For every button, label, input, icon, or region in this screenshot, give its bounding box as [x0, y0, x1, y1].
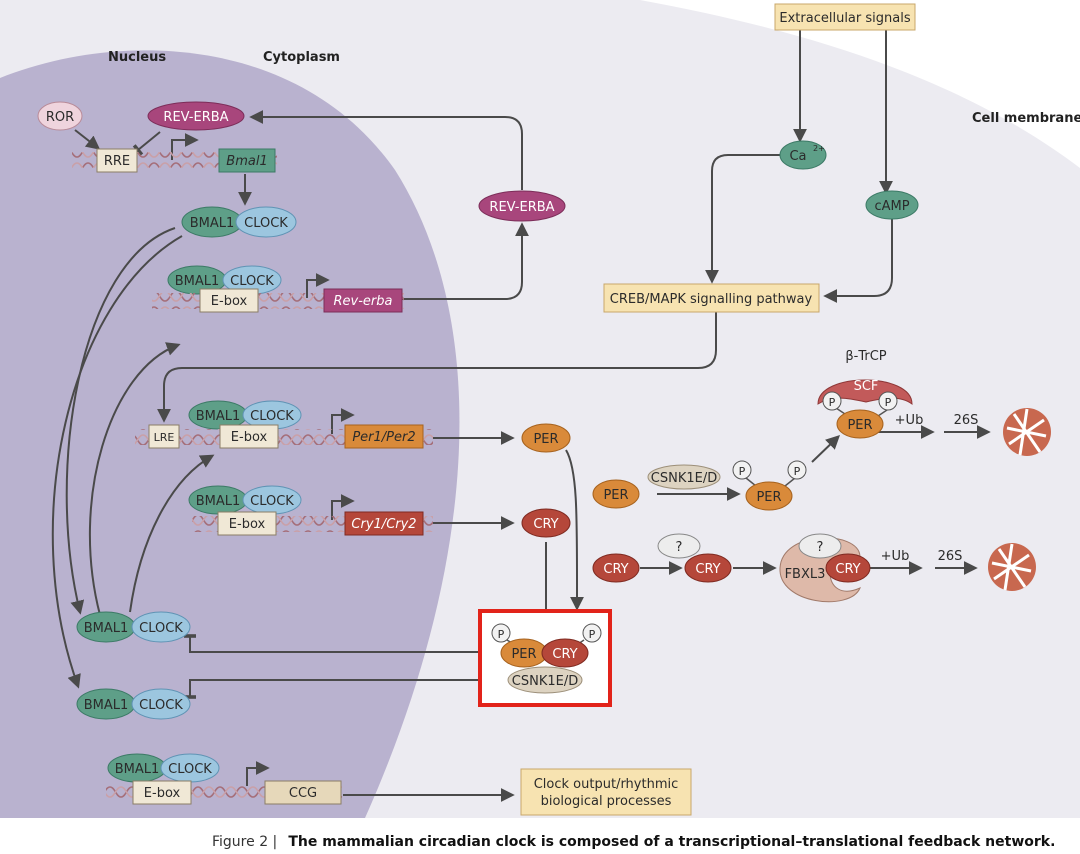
svg-text:LRE: LRE [154, 431, 175, 444]
svg-text:BMAL1: BMAL1 [190, 216, 235, 231]
svg-text:CREB/MAPK signalling pathway: CREB/MAPK signalling pathway [610, 292, 813, 307]
svg-text:RRE: RRE [104, 154, 130, 169]
cry-degradation-pathway: CRY ? CRY FBXL3 ? CRY +Ub 26S [592, 533, 1036, 603]
cell-membrane-label: Cell membrane [972, 111, 1080, 126]
svg-text:BMAL1: BMAL1 [115, 762, 160, 777]
svg-text:CLOCK: CLOCK [244, 216, 288, 231]
rev-erba-gene-row: BMAL1 CLOCK E-box Rev-erba [152, 265, 404, 313]
svg-text:P: P [829, 396, 836, 409]
rev-erba-node-nucleus: REV-ERBA [147, 101, 245, 131]
svg-text:CRY: CRY [533, 517, 558, 532]
bmal1-clock-dimer-3: BMAL1 CLOCK [76, 688, 191, 720]
bmal1-clock-dimer-1: BMAL1 CLOCK [181, 206, 297, 238]
svg-text:E-box: E-box [144, 786, 181, 801]
svg-text:CLOCK: CLOCK [230, 274, 274, 289]
calcium-node: Ca 2+ [779, 140, 827, 170]
ccg-gene-row: BMAL1 CLOCK E-box CCG [106, 753, 342, 805]
svg-text:PER: PER [756, 490, 781, 505]
svg-text:CRY: CRY [695, 562, 720, 577]
svg-text:PER: PER [533, 432, 558, 447]
svg-text:ROR: ROR [46, 110, 74, 125]
svg-text:BMAL1: BMAL1 [84, 698, 129, 713]
svg-text:?: ? [676, 540, 683, 555]
cry-protein: CRY [521, 508, 571, 538]
nucleus-label: Nucleus [108, 50, 166, 65]
bmal1-clock-dimer-2: BMAL1 CLOCK [76, 611, 191, 643]
per-cry-complex: P P PER CRY CSNK1E/D [478, 609, 612, 707]
svg-text:PER: PER [511, 647, 536, 662]
camp-node: cAMP [865, 190, 919, 220]
cry-gene-row: BMAL1 CLOCK E-box Cry1/Cry2 [188, 485, 433, 536]
svg-text:CRY: CRY [552, 647, 577, 662]
svg-text:β-TrCP: β-TrCP [845, 349, 886, 364]
figure-caption: Figure 2 | The mammalian circadian clock… [212, 831, 1055, 850]
per-gene-row: BMAL1 CLOCK LRE E-box Per1/Per2 [135, 400, 433, 449]
svg-text:E-box: E-box [211, 294, 248, 309]
svg-text:BMAL1: BMAL1 [84, 621, 129, 636]
degraded-protein-icon [988, 543, 1036, 591]
svg-text:?: ? [817, 540, 824, 555]
svg-text:Cry1/Cry2: Cry1/Cry2 [351, 517, 416, 532]
svg-text:CSNK1E/D: CSNK1E/D [512, 674, 578, 689]
per-protein: PER [521, 423, 571, 453]
svg-text:CSNK1E/D: CSNK1E/D [651, 471, 717, 486]
per-degradation-pathway: PER CSNK1E/D P P PER β-TrCP SCF P P PER … [592, 349, 1051, 511]
svg-text:+Ub: +Ub [881, 549, 910, 564]
svg-text:E-box: E-box [231, 430, 268, 445]
rev-erba-node-cytoplasm: REV-ERBA [478, 190, 566, 222]
svg-text:2+: 2+ [813, 144, 825, 153]
extracellular-signals-box: Extracellular signals [774, 3, 916, 31]
caption-text: The mammalian circadian clock is compose… [288, 834, 1055, 850]
caption-number: Figure 2 | [212, 834, 277, 850]
svg-text:CCG: CCG [289, 786, 317, 801]
svg-text:CRY: CRY [603, 562, 628, 577]
svg-text:Extracellular signals: Extracellular signals [779, 11, 910, 26]
svg-text:FBXL3: FBXL3 [785, 567, 826, 582]
svg-text:P: P [739, 465, 746, 478]
svg-text:26S: 26S [954, 413, 979, 428]
svg-text:biological processes: biological processes [541, 794, 672, 809]
svg-text:P: P [794, 465, 801, 478]
svg-text:CLOCK: CLOCK [139, 698, 183, 713]
svg-text:CLOCK: CLOCK [139, 621, 183, 636]
svg-text:REV-ERBA: REV-ERBA [489, 200, 554, 215]
svg-text:Per1/Per2: Per1/Per2 [352, 430, 415, 445]
svg-text:BMAL1: BMAL1 [196, 494, 241, 509]
svg-text:PER: PER [603, 488, 628, 503]
cytoplasm-label: Cytoplasm [263, 50, 340, 65]
creb-mapk-box: CREB/MAPK signalling pathway [603, 283, 820, 313]
svg-text:BMAL1: BMAL1 [196, 409, 241, 424]
ror-node: ROR [37, 101, 83, 131]
svg-text:Bmal1: Bmal1 [226, 154, 267, 169]
svg-text:Figure 2 | The mammalian: Figure 2 | The mammalian circadian clock… [212, 831, 1055, 850]
svg-text:CLOCK: CLOCK [250, 494, 294, 509]
clock-output-box: Clock output/rhythmic biological process… [520, 768, 692, 816]
svg-text:Rev-erba: Rev-erba [334, 294, 393, 309]
svg-text:PER: PER [847, 418, 872, 433]
svg-text:+Ub: +Ub [895, 413, 924, 428]
svg-text:Clock output/rhythmic: Clock output/rhythmic [534, 777, 679, 792]
svg-text:P: P [885, 396, 892, 409]
svg-text:CRY: CRY [835, 562, 860, 577]
svg-text:SCF: SCF [854, 379, 879, 394]
bmal1-gene-row: RRE Bmal1 [72, 148, 277, 173]
svg-text:Ca: Ca [789, 149, 806, 164]
svg-text:cAMP: cAMP [874, 199, 909, 214]
degraded-protein-icon [1003, 408, 1051, 456]
svg-text:CLOCK: CLOCK [250, 409, 294, 424]
svg-text:CLOCK: CLOCK [168, 762, 212, 777]
svg-text:BMAL1: BMAL1 [175, 274, 220, 289]
svg-text:26S: 26S [938, 549, 963, 564]
svg-text:E-box: E-box [229, 517, 266, 532]
svg-text:P: P [589, 628, 596, 641]
svg-text:P: P [498, 628, 505, 641]
svg-text:REV-ERBA: REV-ERBA [163, 110, 228, 125]
